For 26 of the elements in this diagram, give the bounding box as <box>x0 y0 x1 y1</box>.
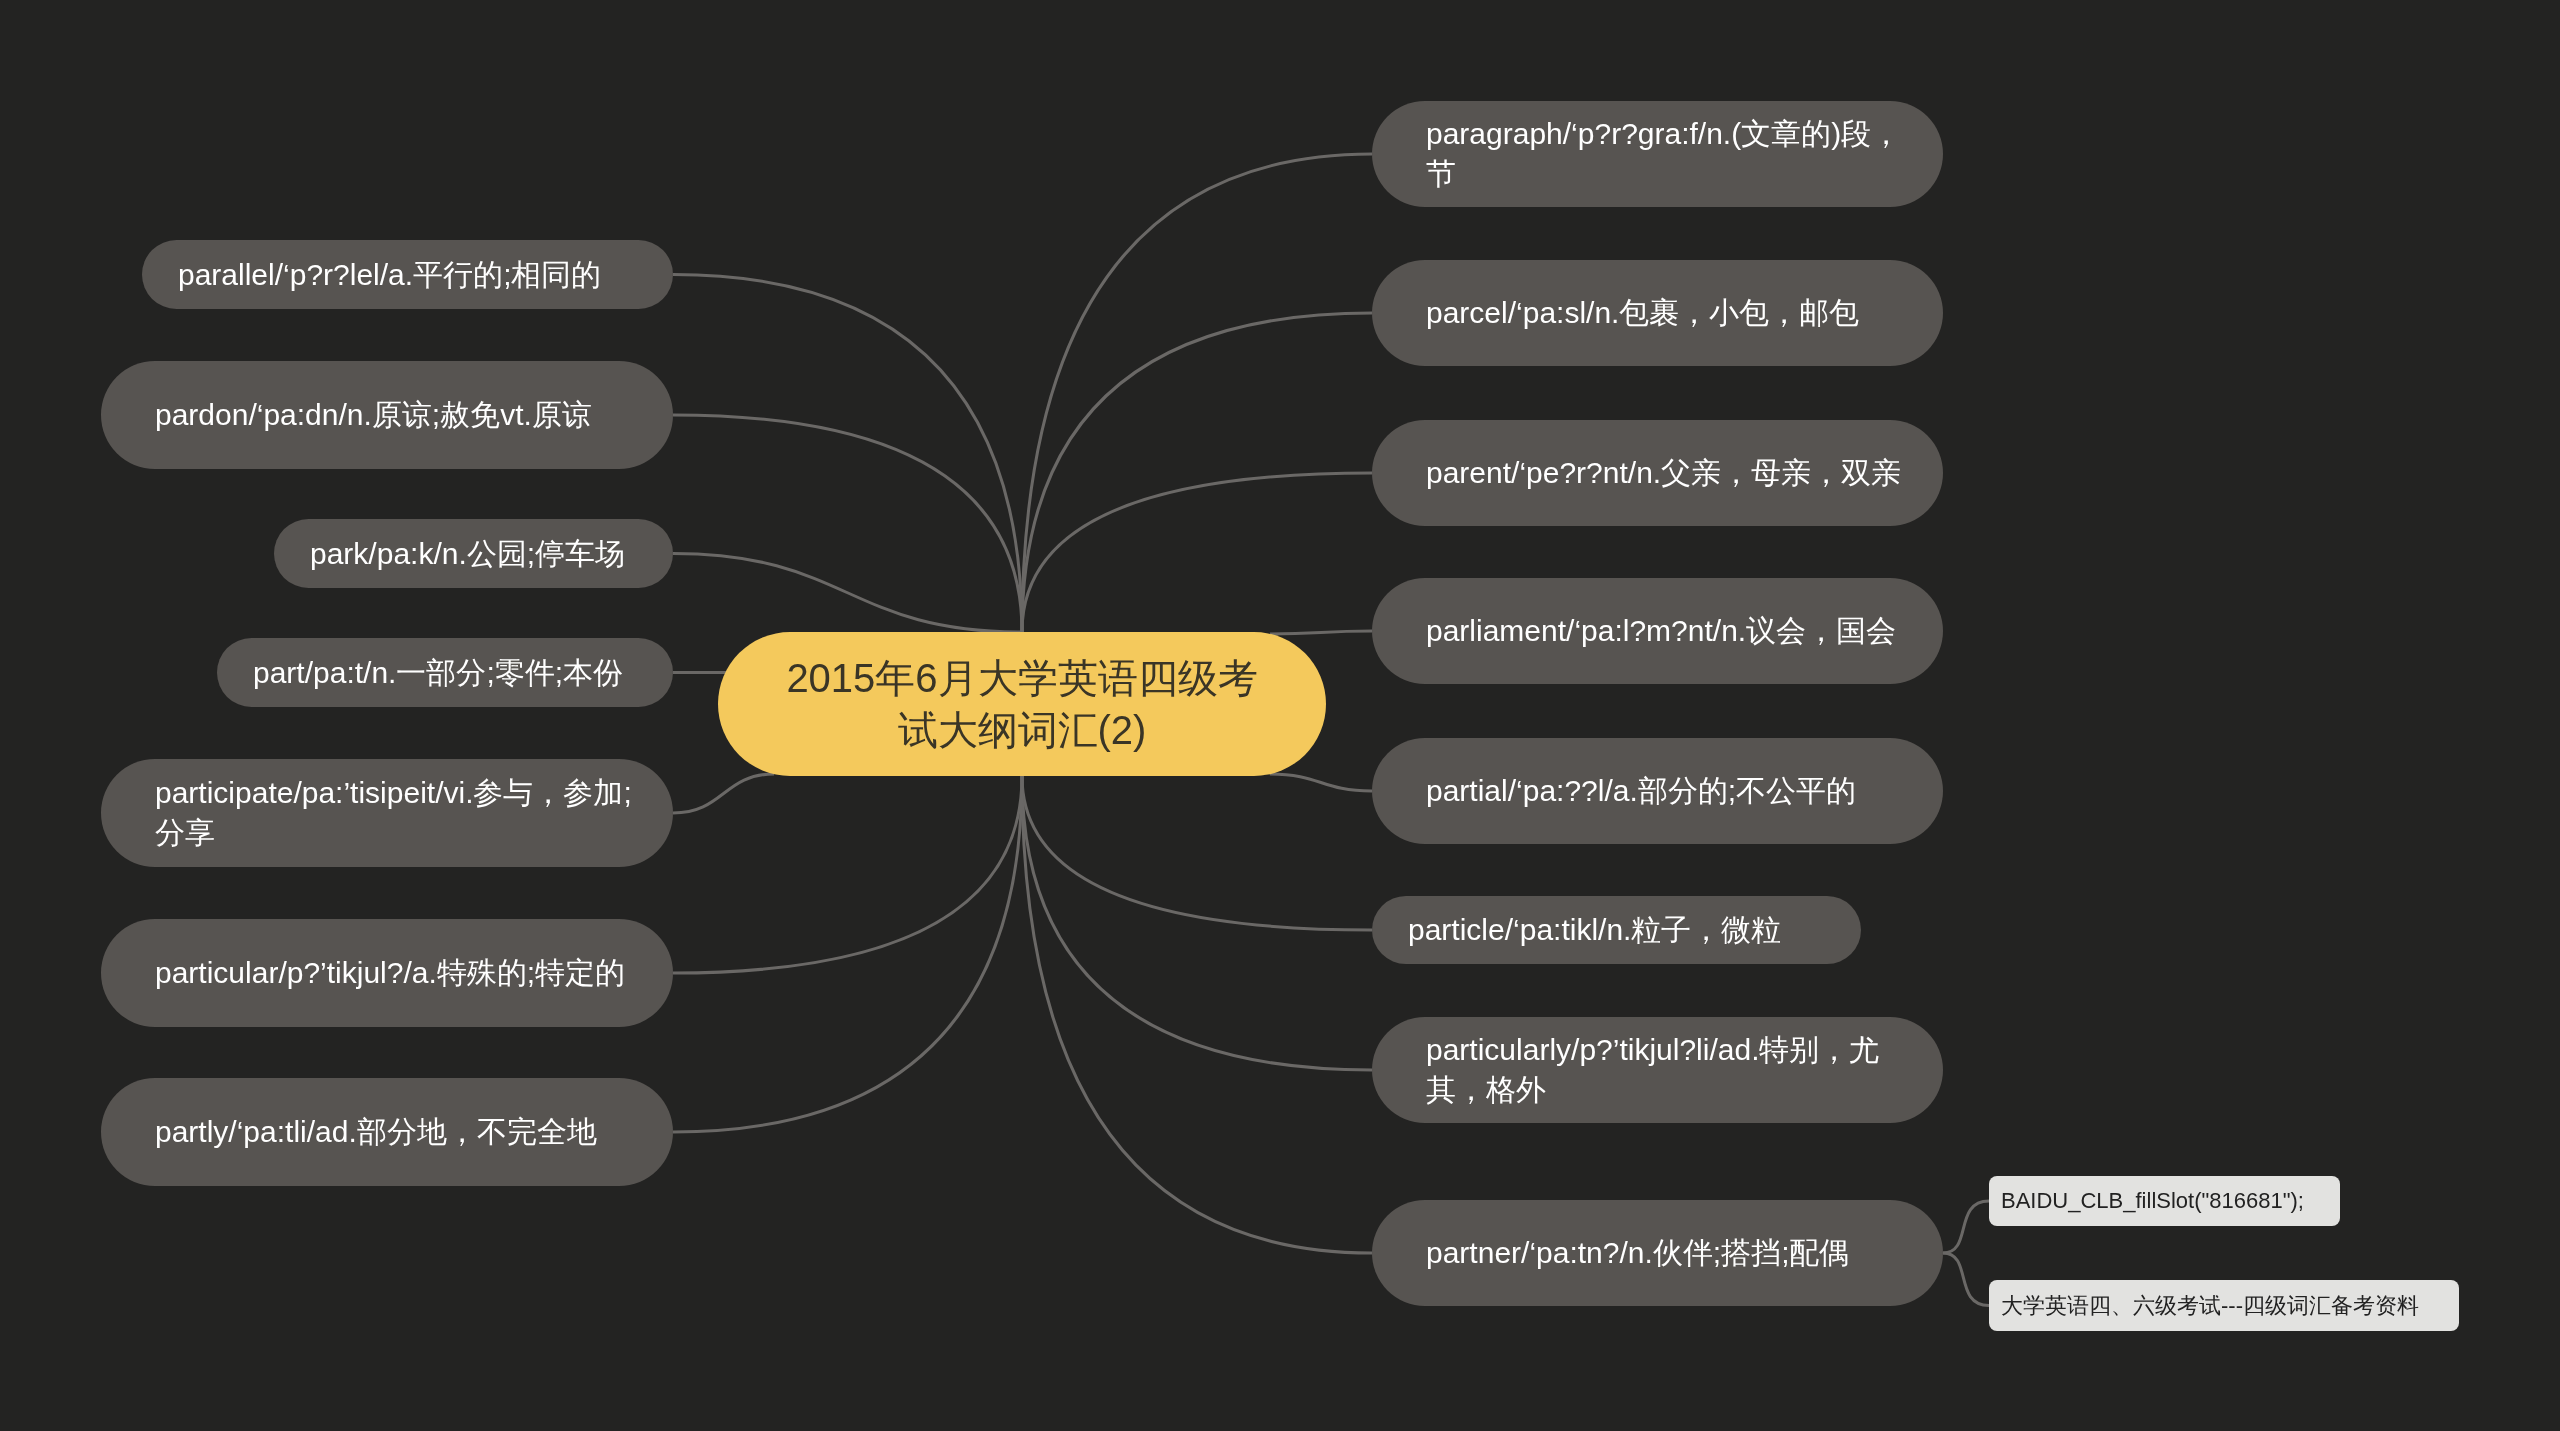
word-box: paragraph/‘p?r?gra:f/n.(文章的)段，节 <box>1372 101 1943 207</box>
connector <box>672 772 775 815</box>
note-box: BAIDU_CLB_fillSlot("816681"); <box>1989 1176 2340 1226</box>
topic-box: 2015年6月大学英语四级考试大纲词汇(2) <box>718 632 1326 776</box>
connector <box>1020 471 1373 633</box>
word-box: parcel/‘pa:sl/n.包裹，小包，邮包 <box>1372 260 1943 366</box>
word-box: partner/‘pa:tn?/n.伙伴;搭挡;配偶 <box>1372 1200 1943 1306</box>
connector <box>673 671 727 674</box>
word-box: park/pa:k/n.公园;停车场 <box>274 519 673 588</box>
word-box: parallel/‘p?r?lel/a.平行的;相同的 <box>142 240 673 309</box>
word-box: particular/p?’tikjul?/a.特殊的;特定的 <box>101 919 673 1027</box>
connector <box>1269 772 1373 793</box>
note-box: 大学英语四、六级考试---四级词汇备考资料 <box>1989 1280 2459 1331</box>
word-box: pardon/‘pa:dn/n.原谅;赦免vt.原谅 <box>101 361 673 469</box>
connector <box>1942 1251 1990 1307</box>
connector <box>672 552 1023 634</box>
word-box: parliament/‘pa:l?m?nt/n.议会，国会 <box>1372 578 1943 684</box>
word-box: particle/‘pa:tikl/n.粒子，微粒 <box>1372 896 1861 964</box>
word-box: participate/pa:’tisipeit/vi.参与，参加;分享 <box>101 759 673 867</box>
word-box: particularly/p?’tikjul?li/ad.特别，尤其，格外 <box>1372 1017 1943 1123</box>
connector <box>1269 629 1372 636</box>
word-box: parent/‘pe?r?nt/n.父亲，母亲，双亲 <box>1372 420 1943 526</box>
word-box: partial/‘pa:??l/a.部分的;不公平的 <box>1372 738 1943 844</box>
word-box: part/pa:t/n.一部分;零件;本份 <box>217 638 673 707</box>
word-box: partly/‘pa:tli/ad.部分地，不完全地 <box>101 1078 673 1186</box>
connector <box>1942 1199 1990 1255</box>
